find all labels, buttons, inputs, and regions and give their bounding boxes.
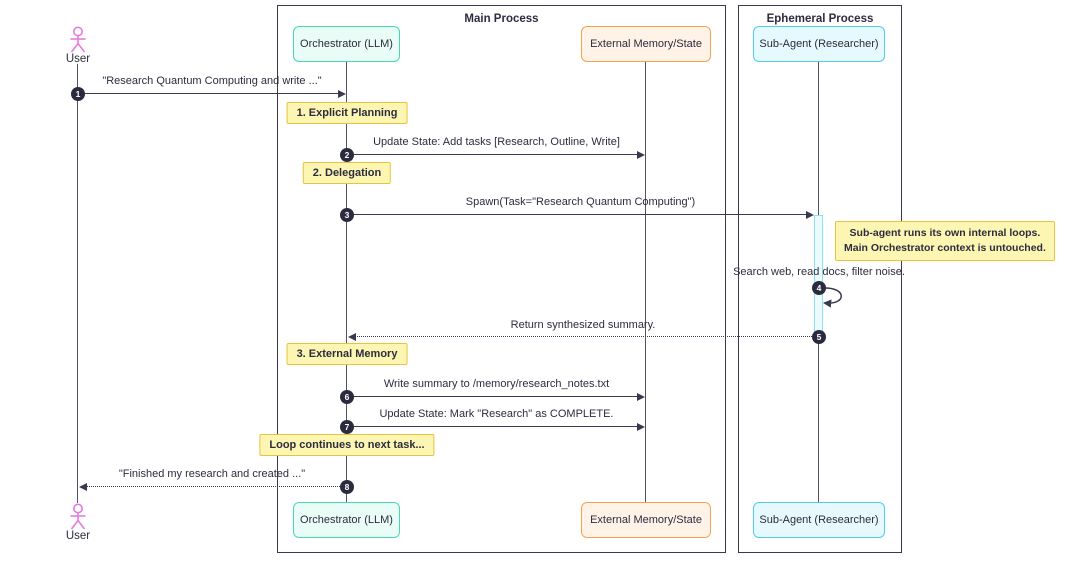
participant-memory-label: External Memory/State — [590, 38, 702, 50]
main-process-frame: Main Process — [277, 5, 726, 553]
user-actor-label-top: User — [65, 53, 91, 65]
user-lifeline — [77, 64, 78, 503]
note-subagent-loops: Sub-agent runs its own internal loops. M… — [835, 221, 1055, 262]
participant-orchestrator-label: Orchestrator (LLM) — [300, 38, 393, 50]
message-4-self-loop — [822, 287, 842, 308]
message-4-badge: 4 — [812, 281, 826, 295]
message-5-badge: 5 — [812, 330, 826, 344]
note-loop-continues: Loop continues to next task... — [259, 434, 435, 456]
message-8-line — [82, 486, 342, 487]
ephemeral-process-frame-label: Ephemeral Process — [766, 13, 874, 25]
message-3-line — [347, 214, 806, 215]
ephemeral-process-frame: Ephemeral Process — [738, 5, 902, 553]
message-2-badge: 2 — [340, 148, 354, 162]
message-1-label: "Research Quantum Computing and write ..… — [102, 75, 322, 87]
participant-orchestrator-bottom: Orchestrator (LLM) — [293, 502, 400, 538]
message-7-arrowhead — [637, 423, 645, 431]
message-6-label: Write summary to /memory/research_notes.… — [383, 378, 610, 390]
message-1-badge: 1 — [71, 87, 85, 101]
note-delegation: 2. Delegation — [302, 162, 392, 184]
memory-lifeline — [645, 62, 646, 502]
message-5-label: Return synthesized summary. — [510, 319, 656, 331]
message-7-badge: 7 — [340, 420, 354, 434]
participant-subagent-label: Sub-Agent (Researcher) — [759, 38, 879, 50]
participant-orchestrator-label: Orchestrator (LLM) — [300, 514, 393, 526]
message-8-badge: 8 — [340, 480, 354, 494]
message-5-arrowhead — [348, 333, 356, 341]
message-6-line — [347, 396, 637, 397]
message-7-label: Update State: Mark "Research" as COMPLET… — [379, 408, 614, 420]
message-2-line — [347, 154, 637, 155]
message-3-arrowhead — [806, 211, 814, 219]
participant-orchestrator-top: Orchestrator (LLM) — [293, 26, 400, 62]
message-2-label: Update State: Add tasks [Research, Outli… — [373, 136, 620, 148]
participant-memory-label: External Memory/State — [590, 514, 702, 526]
message-1-line — [78, 93, 340, 94]
user-actor-label-bottom: User — [65, 530, 91, 542]
message-6-arrowhead — [637, 393, 645, 401]
orchestrator-lifeline — [346, 62, 347, 502]
note-explicit-planning: 1. Explicit Planning — [286, 102, 408, 124]
user-actor-icon — [70, 26, 86, 53]
message-1-arrowhead — [338, 90, 346, 98]
message-3-label: Spawn(Task="Research Quantum Computing") — [465, 196, 696, 208]
message-2-arrowhead — [637, 151, 645, 159]
message-7-line — [347, 426, 637, 427]
participant-subagent-bottom: Sub-Agent (Researcher) — [753, 502, 885, 538]
message-8-arrowhead — [79, 483, 87, 491]
message-3-badge: 3 — [340, 208, 354, 222]
message-5-line — [352, 336, 814, 337]
participant-subagent-top: Sub-Agent (Researcher) — [753, 26, 885, 62]
note-subagent-loops-line1: Sub-agent runs its own internal loops. — [849, 227, 1041, 239]
note-external-memory: 3. External Memory — [286, 343, 408, 365]
participant-memory-top: External Memory/State — [581, 26, 711, 62]
user-actor-icon-bottom — [70, 503, 86, 530]
message-6-badge: 6 — [340, 390, 354, 404]
message-4-label: Search web, read docs, filter noise. — [733, 266, 905, 278]
message-8-label: "Finished my research and created ..." — [118, 468, 306, 480]
main-process-frame-label: Main Process — [464, 13, 539, 25]
participant-memory-bottom: External Memory/State — [581, 502, 711, 538]
note-subagent-loops-line2: Main Orchestrator context is untouched. — [844, 242, 1046, 255]
participant-subagent-label: Sub-Agent (Researcher) — [759, 514, 879, 526]
